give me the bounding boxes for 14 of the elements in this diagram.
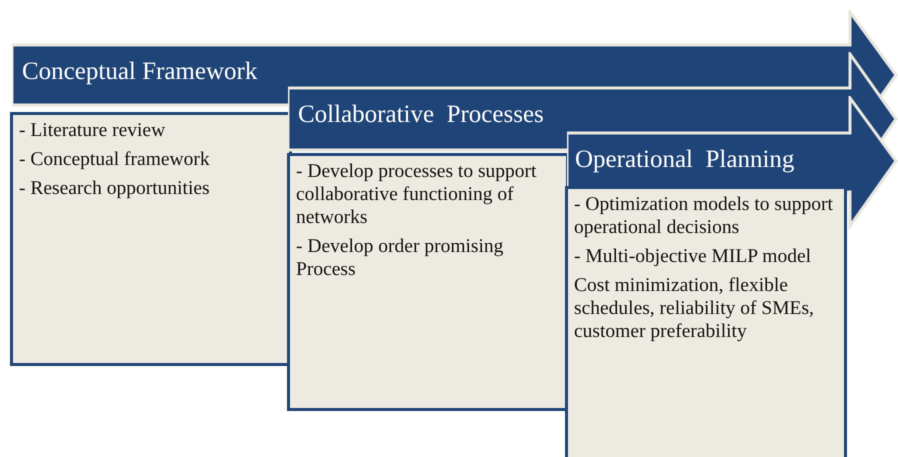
banner-title: Operational Planning xyxy=(575,146,794,174)
bullet-text: - Multi-objective MILP model xyxy=(574,245,812,268)
bullet-text: - Optimization models to support operational decisions xyxy=(574,193,834,239)
banner-title: Collaborative Processes xyxy=(298,101,544,129)
bullet-text: - Research opportunities xyxy=(19,177,211,200)
bullet-text: - Literature review xyxy=(19,119,166,142)
bullet-text: - Develop processes to support collaborative functioning of networks xyxy=(296,160,538,229)
content-box xyxy=(565,186,847,457)
bullet-text: - Develop order promising Process xyxy=(296,235,504,281)
bullet-text: - Conceptual framework xyxy=(19,148,211,171)
content-box xyxy=(10,112,292,366)
banner-title: Conceptual Framework xyxy=(22,58,258,86)
content-box xyxy=(287,153,569,411)
bullet-text: Cost minimization, flexible schedules, reliability of SMEs, customer preferability xyxy=(574,274,815,343)
